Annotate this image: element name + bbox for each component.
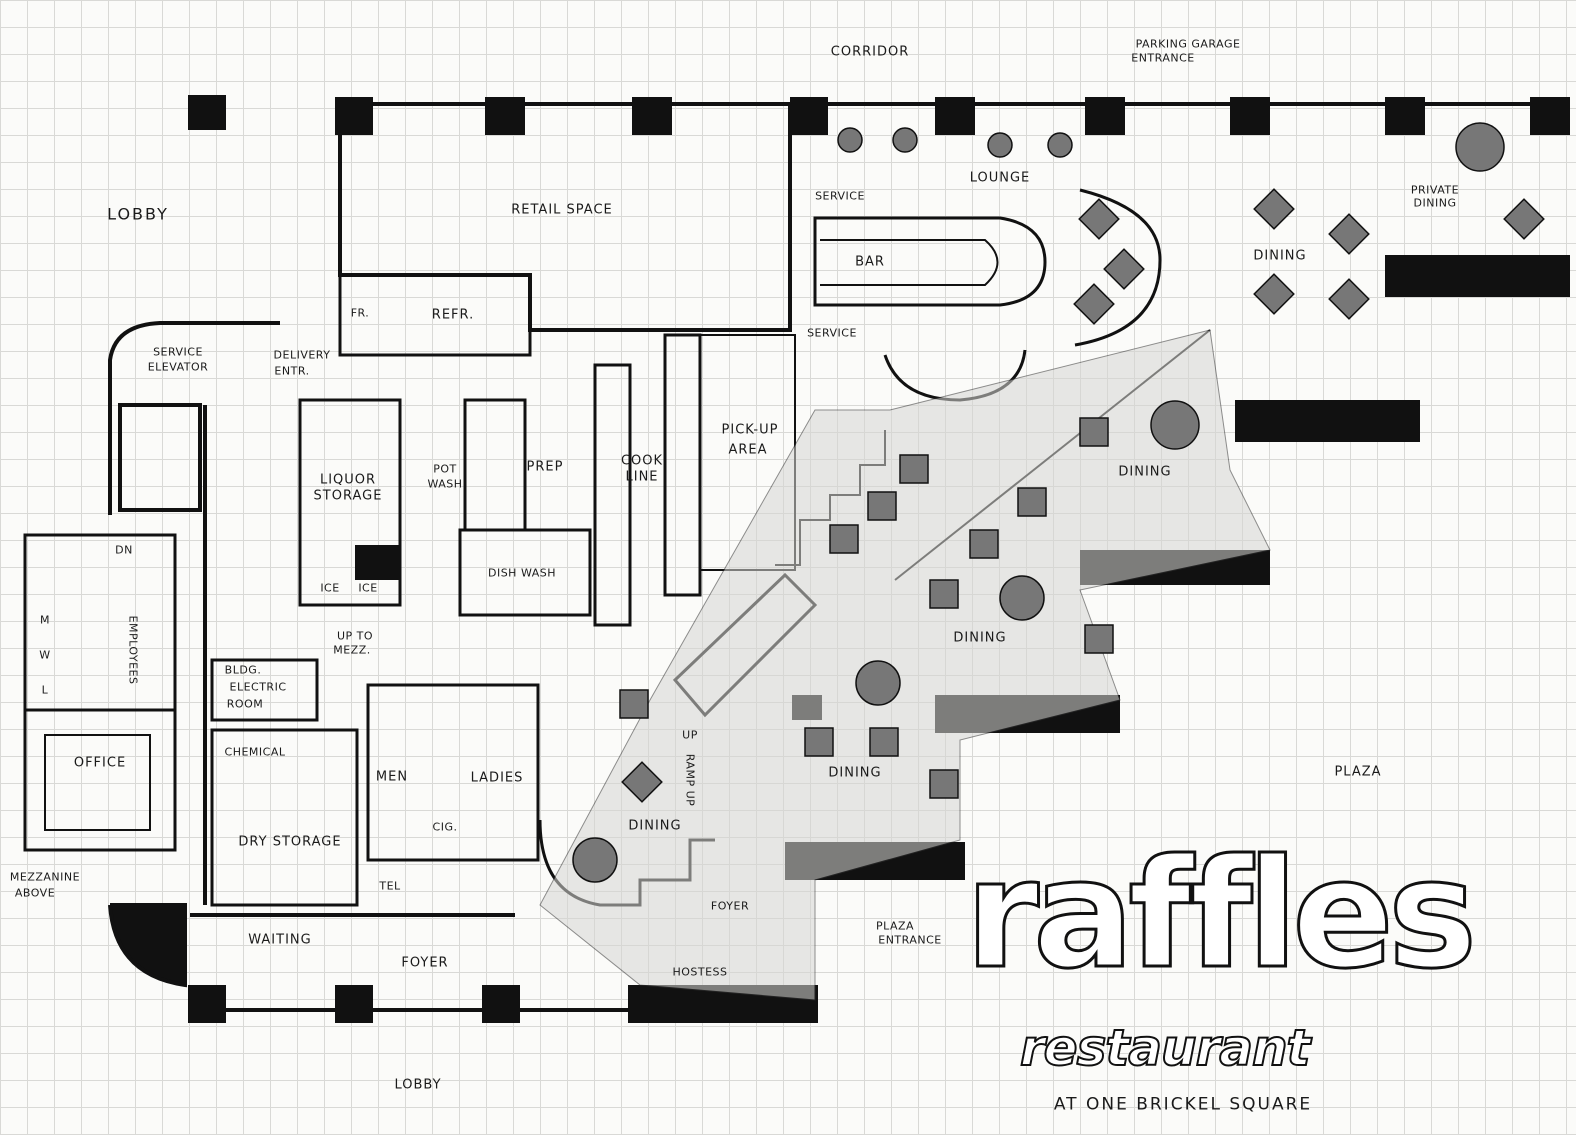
label-lobby-top: LOBBY	[107, 204, 169, 224]
label-foyer-1: FOYER	[401, 955, 449, 971]
label-dining-c: DINING	[953, 630, 1007, 646]
label-ice-1: ICE	[320, 581, 340, 595]
label-bar: BAR	[855, 254, 885, 270]
label-cook-line: LINE	[625, 469, 659, 485]
label-ice-2: ICE	[358, 581, 378, 595]
label-dining-d: DINING	[828, 765, 882, 781]
dining-floor	[539, 329, 1271, 1001]
label-bldg: BLDG.	[224, 663, 262, 677]
label-w: W	[39, 648, 51, 662]
label-parking-garage: PARKING GARAGE	[1135, 37, 1241, 51]
label-dining-a: DINING	[628, 818, 682, 834]
label-cig: CIG.	[432, 820, 458, 834]
label-prep: PREP	[526, 459, 564, 475]
label-dish-wash: DISH WASH	[487, 566, 557, 580]
label-service-top: SERVICE	[815, 189, 865, 203]
label-delivery: DELIVERY	[273, 348, 331, 362]
label-m: M	[40, 613, 50, 627]
label-up: UP	[682, 728, 698, 742]
label-electric: ELECTRIC	[229, 680, 287, 694]
label-mezzanine: MEZZANINE	[9, 870, 81, 884]
label-men: MEN	[375, 769, 409, 785]
label-ladies: LADIES	[470, 770, 524, 786]
label-lobby-bottom: LOBBY	[394, 1077, 442, 1093]
label-tel: TEL	[379, 879, 401, 893]
label-liquor: LIQUOR	[319, 472, 377, 488]
tables	[572, 122, 1545, 883]
label-private: PRIVATE	[1410, 183, 1460, 197]
label-hostess: HOSTESS	[672, 965, 728, 979]
label-pickup-area: AREA	[728, 442, 768, 458]
label-private-dining: DINING	[1413, 196, 1457, 210]
label-up-to: UP TO	[336, 629, 374, 643]
label-cook: COOK	[620, 453, 664, 469]
label-service-low: SERVICE	[807, 326, 857, 340]
label-dining-top-right: DINING	[1253, 248, 1307, 264]
columns	[188, 95, 1570, 1023]
label-dry-storage: DRY STORAGE	[238, 834, 342, 850]
label-corridor: CORRIDOR	[830, 44, 910, 60]
logo-tagline: AT ONE BRICKEL SQUARE	[1053, 1094, 1313, 1115]
label-ramp-up: RAMP UP	[683, 753, 697, 807]
label-liquor-storage: STORAGE	[313, 488, 383, 504]
label-lounge: LOUNGE	[969, 170, 1031, 186]
logo-raffles: raffles	[963, 828, 1478, 1002]
label-dining-b: DINING	[1118, 464, 1172, 480]
label-pot: POT	[433, 462, 457, 476]
label-retail-space: RETAIL SPACE	[511, 202, 613, 218]
label-employees: EMPLOYEES	[126, 615, 140, 685]
label-refrigerator: REFR.	[431, 307, 475, 323]
label-freezer: FR.	[350, 306, 370, 320]
label-pot-wash: WASH	[427, 477, 463, 491]
label-foyer-2: FOYER	[710, 899, 750, 913]
label-office: OFFICE	[73, 755, 127, 771]
label-chemical: CHEMICAL	[224, 745, 286, 759]
label-service-elevator-1: SERVICE	[153, 345, 203, 359]
label-waiting: WAITING	[248, 932, 312, 948]
label-plaza-entrance-2: ENTRANCE	[878, 933, 942, 947]
label-delivery-entr: ENTR.	[274, 364, 310, 378]
label-room: ROOM	[226, 697, 264, 711]
label-plaza: PLAZA	[1334, 764, 1382, 780]
label-plaza-entrance-1: PLAZA	[875, 919, 915, 933]
label-mezz: MEZZ.	[333, 643, 371, 657]
label-above: ABOVE	[14, 886, 56, 900]
label-l: L	[41, 683, 49, 697]
label-down: DN	[115, 543, 133, 557]
label-service-elevator-2: ELEVATOR	[147, 360, 209, 374]
label-pickup: PICK-UP	[721, 422, 779, 438]
label-parking-entrance: ENTRANCE	[1131, 51, 1195, 65]
logo-restaurant: restaurant	[1019, 1019, 1311, 1077]
